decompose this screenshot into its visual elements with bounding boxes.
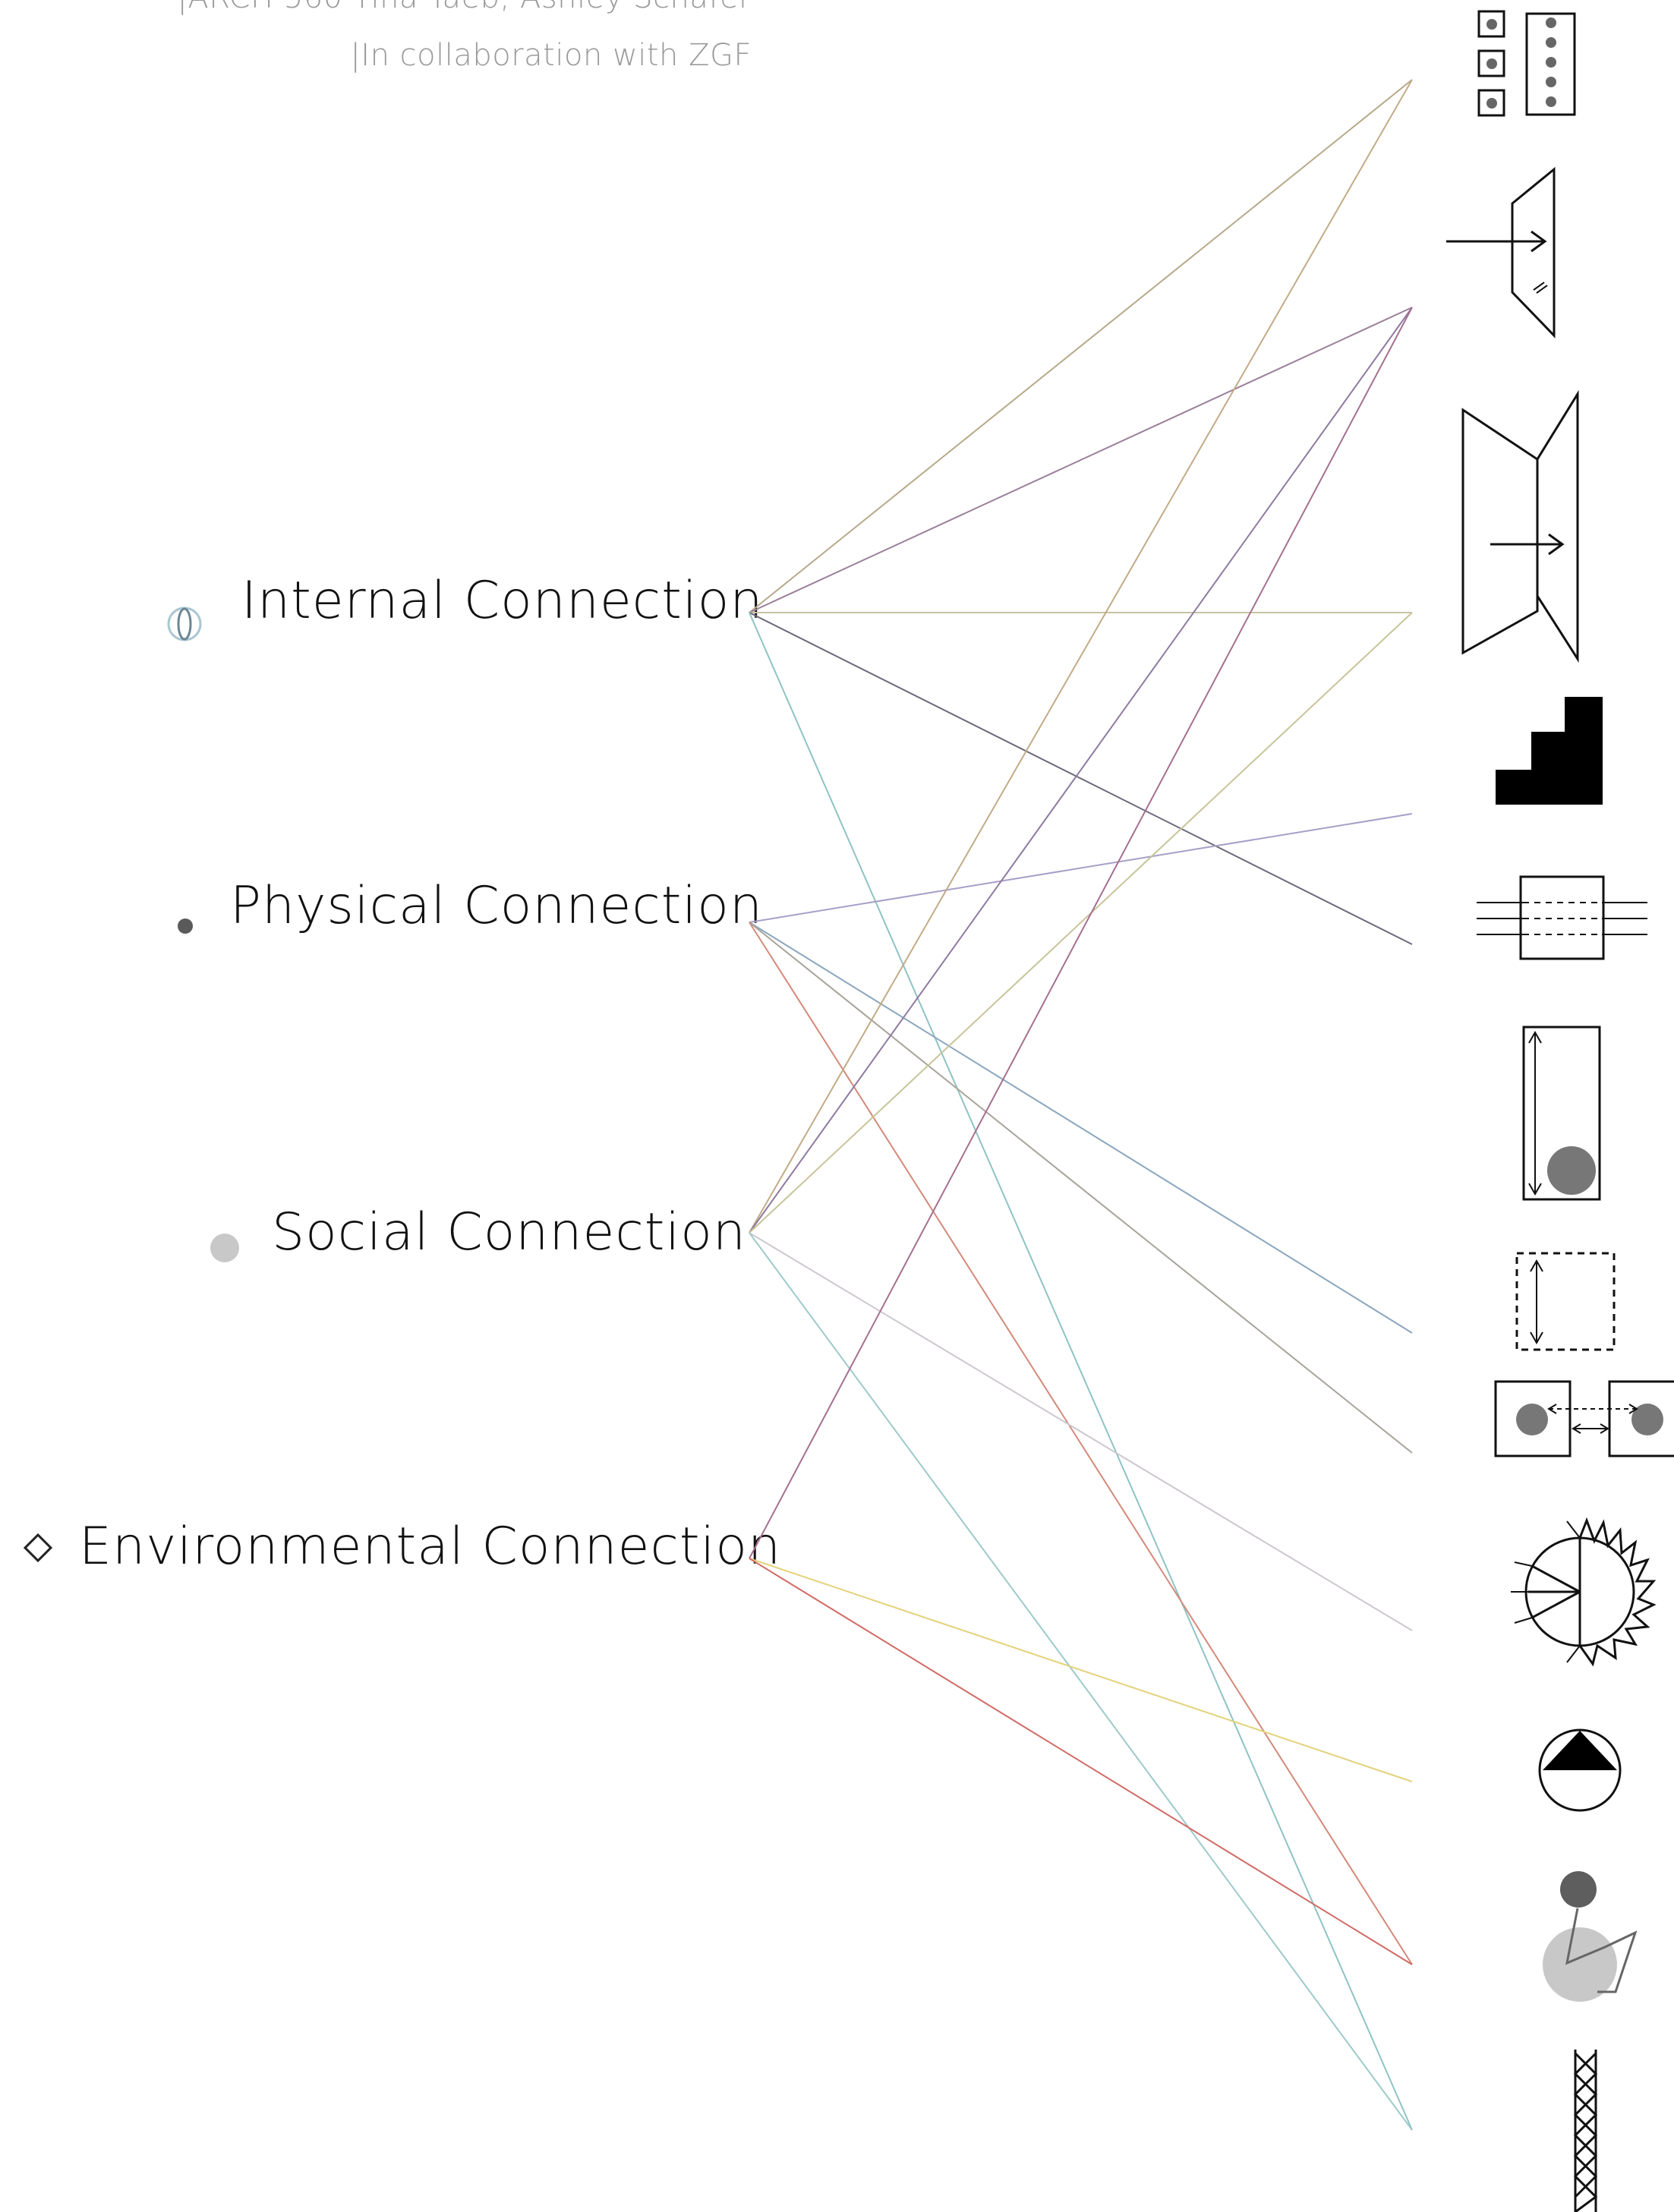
link-internal-to-window-pane-arrow-icon xyxy=(749,307,1413,613)
link-lines xyxy=(749,79,1413,2131)
link-internal-to-stacked-squares-grid-icon xyxy=(749,79,1413,613)
paired-rooms-exchange-icon xyxy=(1494,1380,1674,1457)
small-dark-dot-icon xyxy=(178,919,193,934)
course-credit-line: |ARCH 560 Tina Taeb, Ashley Schafer xyxy=(177,0,752,15)
internal-connection-label: Internal Connection xyxy=(241,571,764,631)
link-environmental-to-figure-with-orb-icon xyxy=(749,1558,1413,1965)
link-physical-to-paired-rooms-exchange-icon xyxy=(749,922,1413,1454)
funnel-passage-arrow-icon xyxy=(1461,389,1579,663)
sun-burst-icon xyxy=(1511,1517,1657,1667)
stacked-squares-grid-icon xyxy=(1477,10,1576,117)
window-pane-arrow-icon xyxy=(1446,166,1556,339)
vertical-shaft-sphere-icon xyxy=(1522,1026,1601,1201)
link-social-to-sun-burst-icon xyxy=(749,1232,1413,1631)
stairs-icon xyxy=(1496,697,1603,805)
physical-connection-label: Physical Connection xyxy=(230,876,763,936)
lens-icon xyxy=(167,607,202,641)
diamond-icon xyxy=(23,1533,53,1563)
circle-triangle-icon xyxy=(1538,1728,1622,1812)
crossing-grid-square-icon xyxy=(1477,875,1647,960)
social-connection-label: Social Connection xyxy=(272,1202,746,1262)
link-social-to-funnel-passage-arrow-icon xyxy=(749,612,1413,1234)
link-social-to-stacked-squares-grid-icon xyxy=(749,79,1413,1234)
link-physical-to-stairs-icon xyxy=(749,813,1413,923)
link-environmental-to-window-pane-arrow-icon xyxy=(749,307,1413,1559)
dashed-square-double-arrow-icon xyxy=(1515,1252,1616,1351)
link-environmental-to-circle-triangle-icon xyxy=(749,1558,1413,1782)
collaboration-credit-line: |In collaboration with ZGF xyxy=(350,38,752,73)
figure-with-orb-icon xyxy=(1543,1871,1638,2002)
link-social-to-window-pane-arrow-icon xyxy=(749,307,1413,1234)
link-physical-to-dashed-square-double-arrow-icon xyxy=(749,922,1413,1334)
environmental-connection-label: Environmental Connection xyxy=(79,1517,782,1577)
link-internal-to-crossing-grid-square-icon xyxy=(749,612,1413,945)
light-gray-dot-icon xyxy=(210,1234,239,1262)
link-internal-to-truss-column-icon xyxy=(749,612,1413,2131)
truss-column-icon xyxy=(1573,2050,1598,2212)
link-social-to-truss-column-icon xyxy=(749,1232,1413,2131)
link-physical-to-figure-with-orb-icon xyxy=(749,922,1413,1965)
